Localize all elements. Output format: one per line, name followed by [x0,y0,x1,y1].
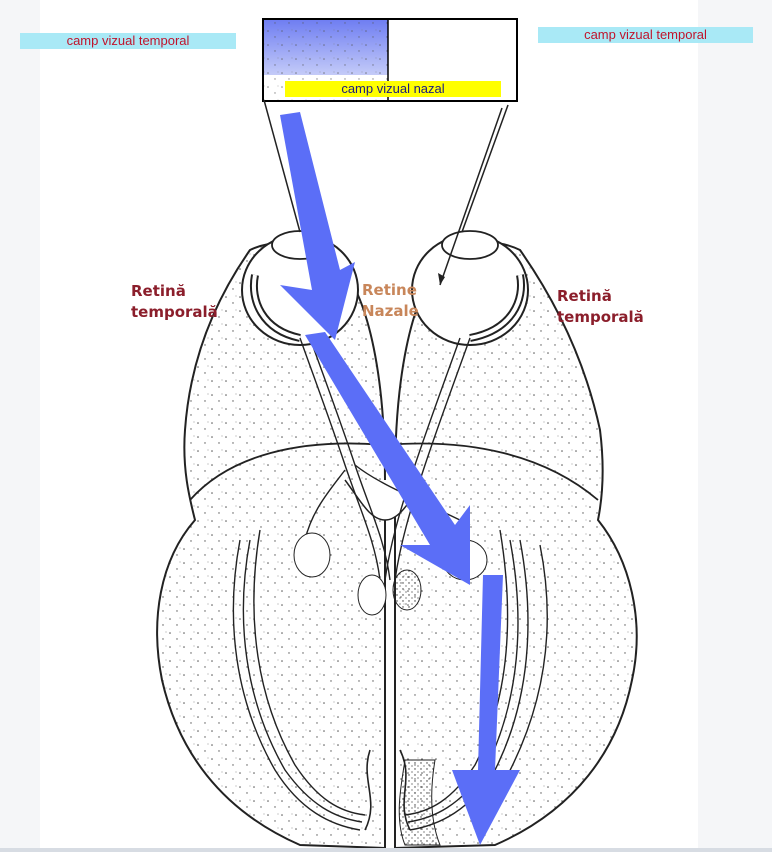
label-line-2: temporală [557,308,644,326]
label-line-2: Nazale [362,302,419,320]
nasal-field-label: camp vizual nazal [285,81,501,97]
temporal-field-label-right: camp vizual temporal [538,27,753,43]
label-line-1: Retine [362,281,417,299]
pathway-arrows [280,112,520,845]
occipital-folds [364,749,411,831]
temporal-field-label-left: camp vizual temporal [20,33,236,49]
label-line-1: Retină [131,282,186,300]
right-eye [411,230,529,346]
left-margin [0,0,40,852]
label-line-1: Retină [557,287,612,305]
retine-nazale-label: Retine Nazale [362,280,419,322]
field-line-left [263,99,301,233]
label-line-2: temporală [131,303,218,321]
right-margin [698,0,772,852]
field-arrow-right [439,107,503,286]
retina-temporal-label-left: Retină temporală [131,281,218,323]
retina-temporal-label-right: Retină temporală [557,286,644,328]
bottom-divider [0,848,772,852]
brain-outline [156,241,638,850]
optic-pathways [232,337,548,831]
field-line-right [461,104,509,233]
